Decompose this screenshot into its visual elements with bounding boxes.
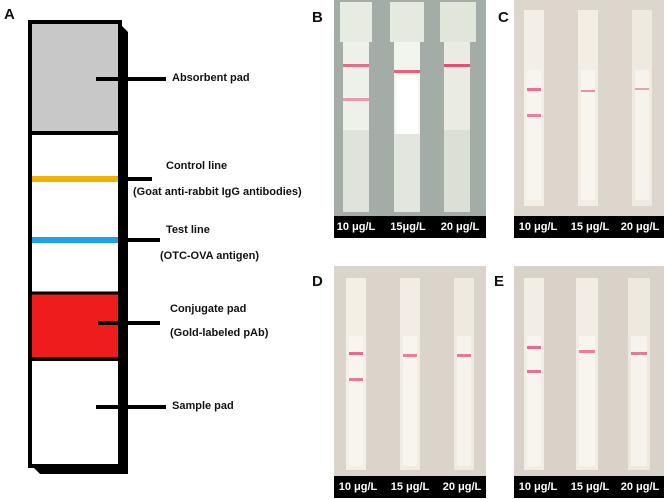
label-test-line-desc: (OTC-OVA antigen) — [160, 250, 259, 262]
caption-e-3: 20 μg/L — [620, 481, 660, 493]
photo-panel-c: 10 μg/L 15 μg/L 20 μg/L — [514, 0, 664, 238]
label-control-line: Control line — [166, 160, 228, 172]
caption-e-1: 10 μg/L — [518, 481, 558, 493]
panel-letter-a: A — [4, 6, 15, 23]
caption-bar-b: 10 μg/L 15μg/L 20 μg/L — [334, 216, 486, 238]
caption-d-3: 20 μg/L — [442, 481, 482, 493]
caption-d-1: 10 μg/L — [338, 481, 378, 493]
photo-panel-e: 10 μg/L 15 μg/L 20 μg/L — [514, 266, 664, 498]
caption-bar-c: 10 μg/L 15 μg/L 20 μg/L — [514, 216, 664, 238]
test-line-band — [32, 237, 118, 243]
panel-letter-b: B — [312, 9, 323, 26]
caption-bar-e: 10 μg/L 15 μg/L 20 μg/L — [514, 476, 664, 498]
strip-photo-c — [514, 0, 664, 216]
strip-photo-e — [514, 266, 664, 476]
conjugate-pad-area — [32, 294, 118, 358]
caption-c-1: 10 μg/L — [518, 221, 558, 233]
caption-d-2: 15 μg/L — [390, 481, 430, 493]
test-strip-diagram — [28, 20, 166, 474]
label-control-line-desc: (Goat anti-rabbit IgG antibodies) — [133, 186, 302, 198]
photo-panel-d: 10 μg/L 15 μg/L 20 μg/L — [334, 266, 486, 498]
label-conjugate-pad: Conjugate pad — [170, 303, 247, 315]
label-absorbent-pad: Absorbent pad — [172, 72, 250, 84]
schematic-panel: A Absorbent pad Control line (Goat anti-… — [0, 0, 330, 499]
panel-letter-c: C — [498, 9, 509, 26]
label-conjugate-pad-desc: (Gold-labeled pAb) — [170, 327, 269, 339]
label-test-line: Test line — [166, 224, 210, 236]
panel-letter-e: E — [494, 273, 505, 290]
caption-c-3: 20 μg/L — [620, 221, 660, 233]
caption-b-3: 20 μg/L — [440, 221, 480, 233]
label-sample-pad: Sample pad — [172, 400, 234, 412]
caption-bar-d: 10 μg/L 15 μg/L 20 μg/L — [334, 476, 486, 498]
photo-panel-b: 10 μg/L 15μg/L 20 μg/L — [334, 0, 486, 238]
caption-e-2: 15 μg/L — [570, 481, 610, 493]
strip-photo-b — [334, 0, 486, 216]
caption-c-2: 15 μg/L — [570, 221, 610, 233]
strip-photo-d — [334, 266, 486, 476]
control-line-band — [32, 176, 118, 182]
caption-b-2: 15μg/L — [390, 221, 426, 233]
panel-letter-d: D — [312, 273, 323, 290]
caption-b-1: 10 μg/L — [336, 221, 376, 233]
